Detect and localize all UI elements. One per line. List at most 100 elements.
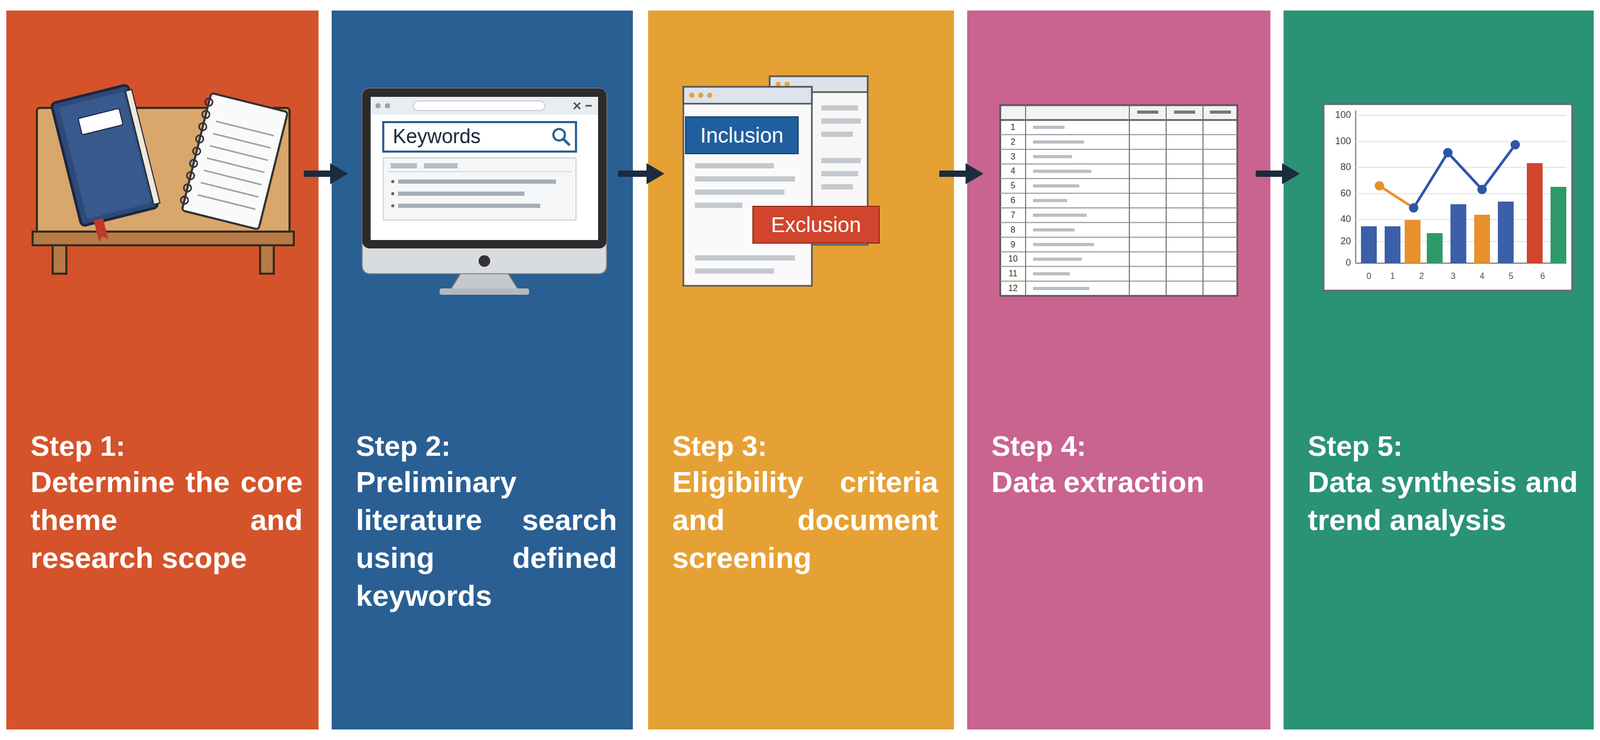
book-icon — [58, 91, 152, 220]
trend-point — [1443, 147, 1453, 158]
step-description: Data extraction — [991, 463, 1255, 502]
notebook-spiral — [201, 110, 211, 119]
chart-bar — [1550, 186, 1567, 264]
desk-illustration — [32, 231, 294, 246]
axis-value: 80 — [1340, 162, 1351, 173]
step-heading: Step 4: — [991, 429, 1255, 464]
document-illustration — [683, 76, 868, 286]
table-row-line — [1000, 222, 1238, 224]
monitor-illustration — [563, 138, 570, 146]
chart-bar — [1360, 226, 1377, 264]
table-cell-line — [1032, 257, 1082, 261]
axis-category: 1 — [1390, 271, 1396, 282]
grid-line — [1355, 141, 1567, 143]
step-heading: Step 2: — [355, 429, 618, 464]
book-icon — [51, 83, 166, 245]
monitor-illustration — [413, 101, 545, 111]
flow-arrow — [303, 170, 333, 177]
table-cell-line — [1032, 125, 1065, 129]
monitor-illustration — [375, 103, 381, 109]
notebook-spiral — [185, 171, 195, 181]
table-cell-line — [1032, 199, 1068, 203]
monitor-illustration — [478, 255, 491, 267]
step-description: Data synthesis and trend analysis — [1307, 463, 1578, 540]
row-number: 12 — [1008, 283, 1018, 294]
trend-point — [1510, 140, 1520, 150]
text-line — [821, 171, 859, 177]
table-illustration — [1000, 105, 1238, 296]
monitor-illustration — [398, 191, 525, 196]
table-cell-line — [1032, 243, 1095, 247]
monitor-illustration — [383, 122, 576, 152]
table-column-line — [1025, 105, 1027, 296]
notebook-spiral — [189, 158, 198, 168]
step-description: Determine the core theme and research sc… — [30, 463, 303, 578]
row-number: 3 — [1010, 152, 1016, 162]
grid-line — [1355, 114, 1567, 116]
monitor-illustration — [391, 204, 395, 208]
notebook-line — [206, 157, 265, 173]
axis-value: 0 — [1345, 257, 1351, 269]
table-column-line — [1128, 105, 1130, 296]
table-column-line — [1202, 105, 1204, 296]
axis-category: 5 — [1508, 271, 1514, 282]
notebook-line — [215, 121, 274, 136]
monitor-illustration — [450, 273, 519, 291]
row-number: 7 — [1010, 210, 1016, 221]
monitor-illustration — [370, 96, 599, 115]
row-number: 10 — [1008, 254, 1018, 265]
trend-point — [1374, 181, 1385, 191]
monitor-illustration — [391, 180, 395, 184]
axis-category: 4 — [1479, 271, 1485, 282]
trend-line — [1413, 144, 1516, 208]
row-number: 6 — [1010, 195, 1016, 206]
axis-category: 0 — [1366, 271, 1372, 282]
monitor-illustration — [390, 163, 417, 169]
table-cell-line — [1032, 184, 1080, 188]
notebook-line — [200, 182, 259, 197]
axis-category: 3 — [1451, 271, 1456, 282]
chart-illustration — [1323, 104, 1573, 291]
table-illustration — [1174, 110, 1196, 114]
monitor-illustration — [383, 157, 576, 221]
table-cell-line — [1032, 169, 1092, 173]
axis-category: 2 — [1419, 271, 1425, 282]
text-line — [694, 268, 774, 274]
table-cell-line — [1032, 140, 1085, 144]
table-row-line — [1000, 163, 1238, 165]
monitor-illustration — [391, 192, 395, 196]
axis-value: 60 — [1340, 188, 1351, 200]
chart-bar — [1450, 204, 1467, 264]
step-heading: Step 3: — [672, 429, 939, 464]
notebook-line — [213, 133, 272, 148]
table-row-line — [1000, 265, 1238, 267]
text-line — [821, 105, 859, 111]
table-illustration — [1209, 110, 1231, 114]
axis-value: 20 — [1340, 236, 1351, 247]
inclusion-tag: Inclusion — [700, 123, 784, 147]
row-number: 9 — [1010, 240, 1016, 250]
axis-value: 40 — [1340, 214, 1351, 225]
step-description: Eligibility criteria and document screen… — [672, 463, 939, 578]
text-line — [821, 118, 861, 124]
chart-bar — [1384, 226, 1401, 264]
notebook-line — [210, 145, 268, 161]
flow-arrow — [1255, 170, 1285, 177]
table-cell-line — [1032, 272, 1070, 276]
table-row-line — [1000, 192, 1238, 194]
table-row-line — [1000, 251, 1238, 253]
document-illustration — [683, 86, 812, 104]
notebook-icon — [181, 93, 288, 230]
trend-point — [1477, 184, 1487, 195]
document-illustration — [683, 86, 812, 286]
flow-arrow — [939, 170, 969, 177]
text-line — [694, 202, 743, 208]
monitor-illustration — [553, 128, 565, 141]
flow-arrow — [618, 170, 650, 177]
text-line — [694, 255, 795, 261]
table-row-line — [1000, 148, 1238, 151]
notebook-spiral — [204, 97, 214, 107]
